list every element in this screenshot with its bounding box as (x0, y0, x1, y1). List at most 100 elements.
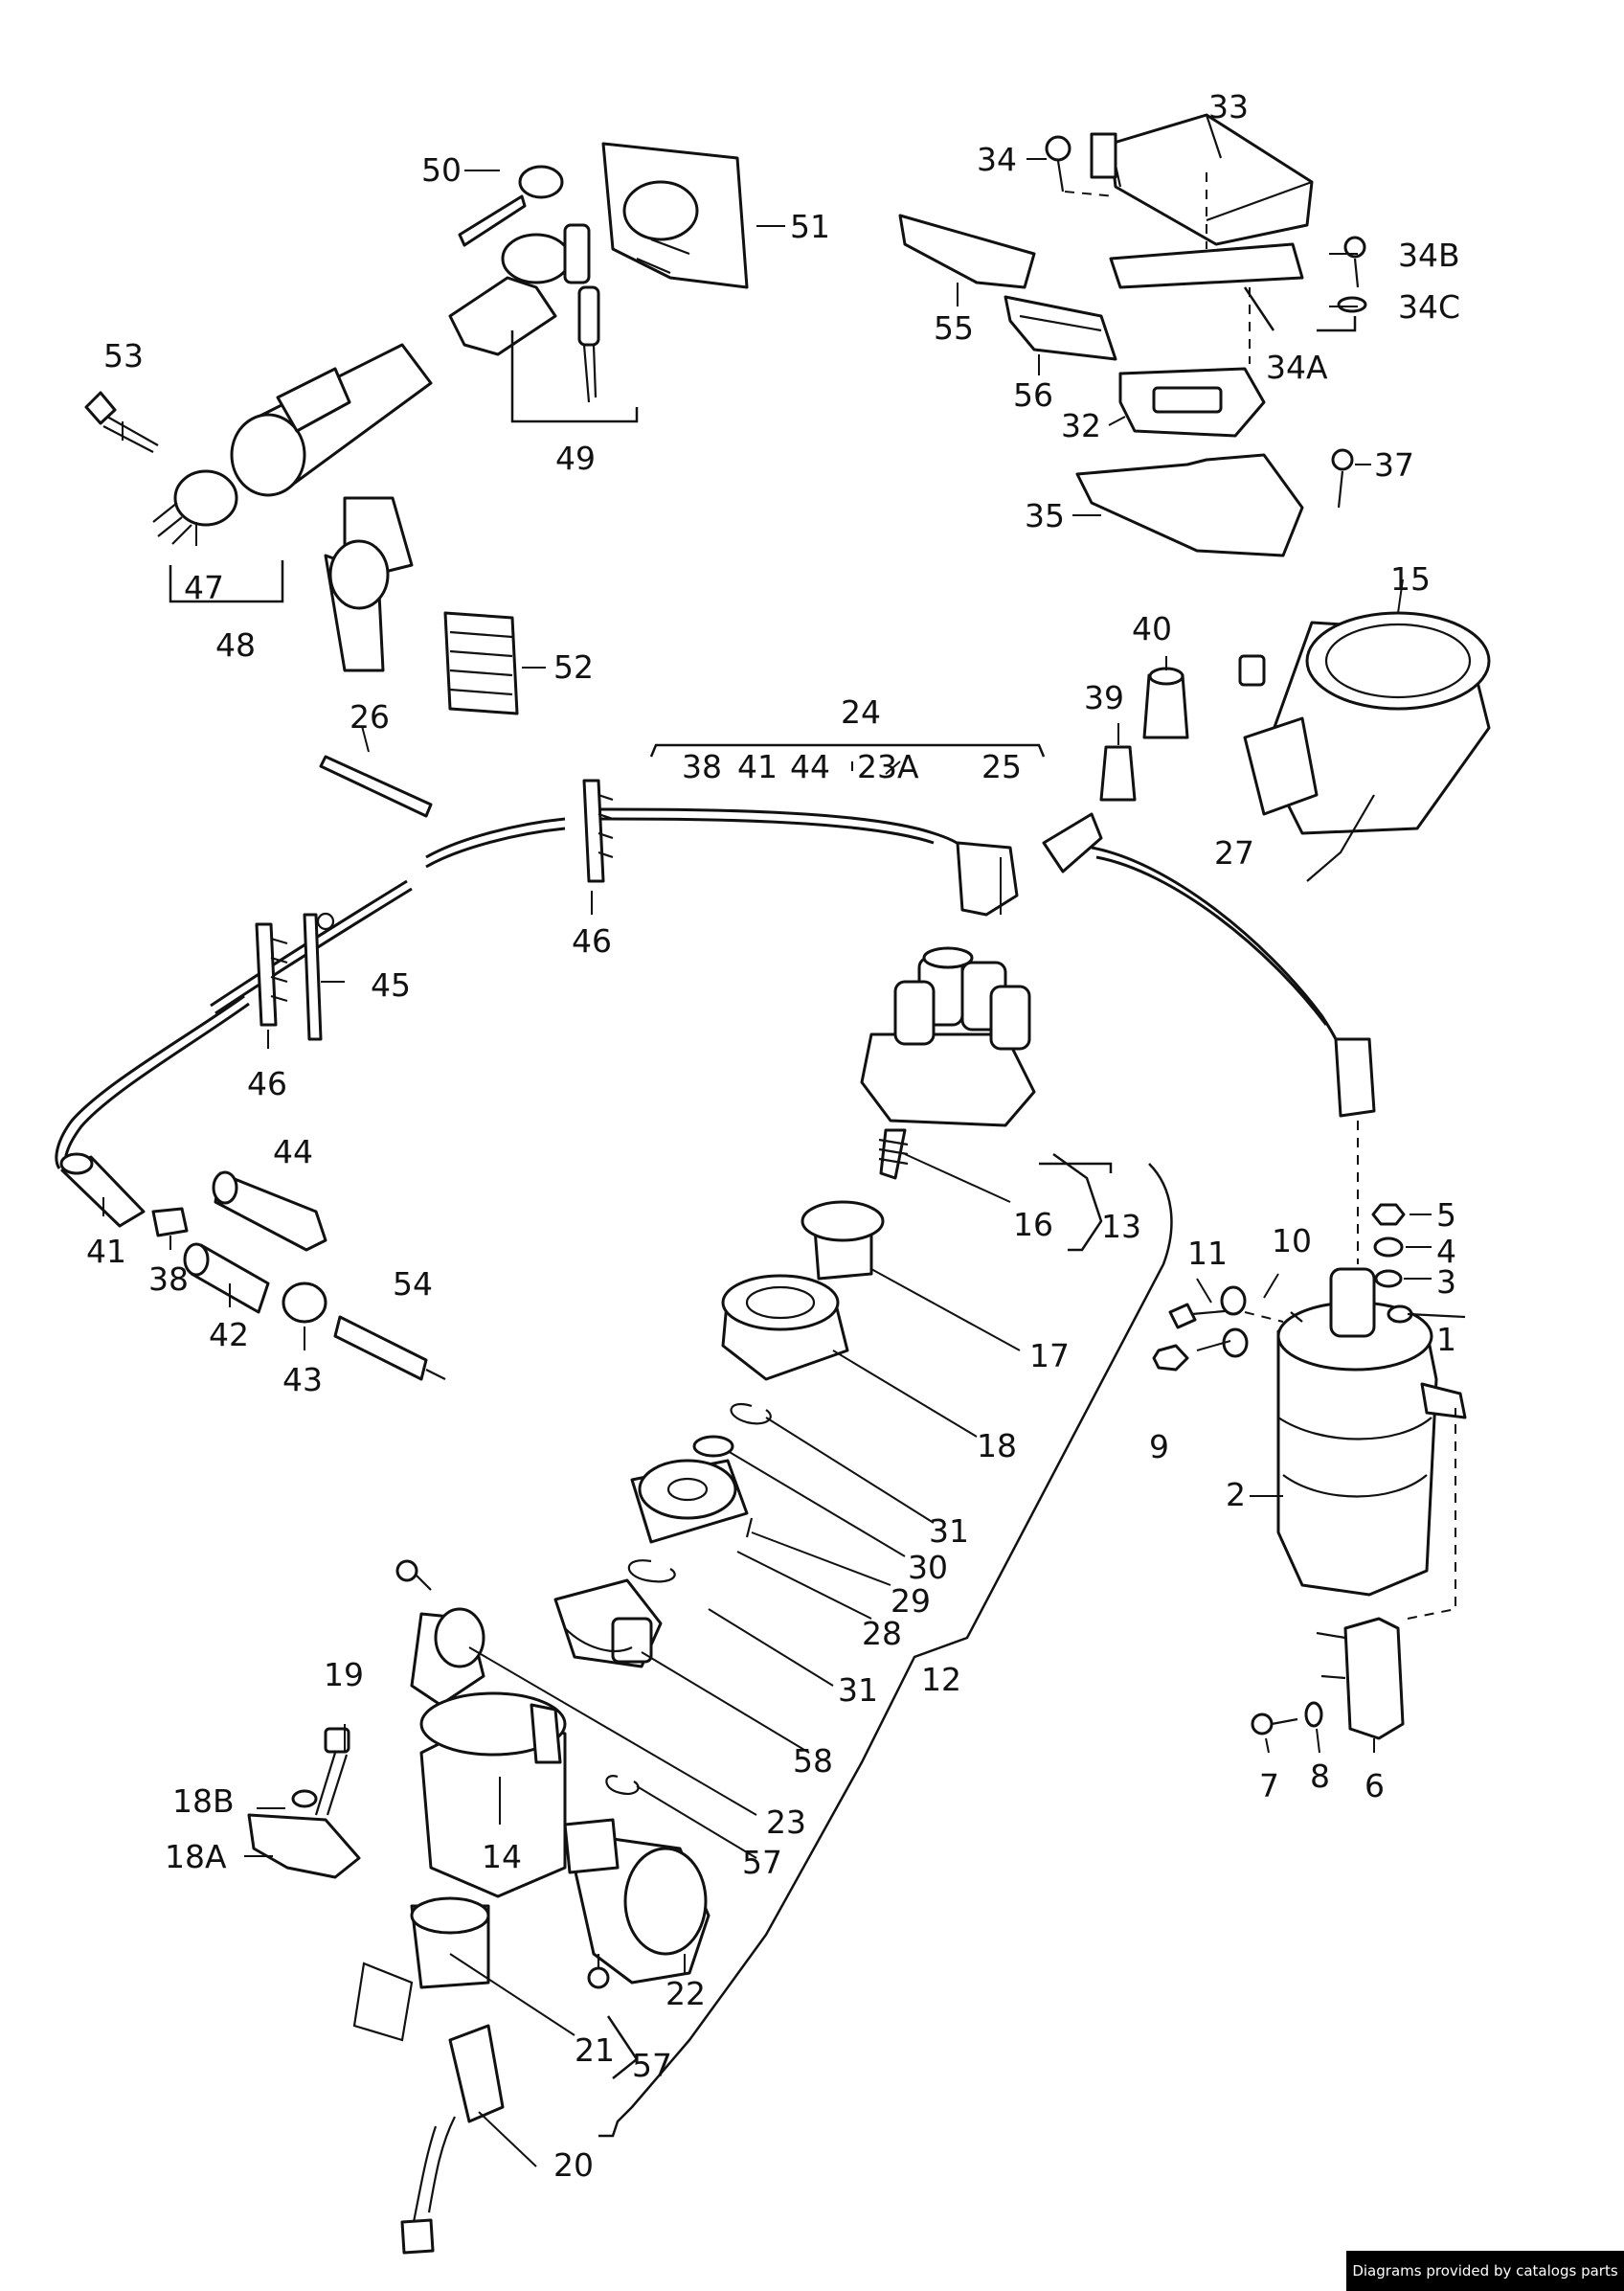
label-34B: 34B (1398, 237, 1460, 274)
bolt-11 (1168, 1303, 1236, 1329)
label-49: 49 (555, 440, 596, 477)
label-33: 33 (1208, 88, 1249, 125)
clip-38 (151, 1207, 189, 1237)
label-35: 35 (1025, 497, 1065, 534)
screw-7 (1251, 1713, 1298, 1735)
label-17: 17 (1029, 1337, 1070, 1374)
label-34C: 34C (1398, 288, 1460, 326)
ignition-switch-47 (152, 469, 238, 545)
label-11: 11 (1187, 1235, 1228, 1272)
screw-34B (1343, 236, 1366, 288)
mounting-plate-35 (1075, 453, 1304, 557)
label-57-upper: 57 (742, 1844, 782, 1881)
housing-22 (563, 1818, 710, 1985)
label-13: 13 (1101, 1208, 1141, 1245)
boot-40 (1142, 667, 1189, 739)
label-37: 37 (1374, 446, 1414, 484)
vacuum-unit-23 (395, 1559, 485, 1707)
label-20: 20 (553, 2146, 594, 2184)
label-12: 12 (921, 1661, 961, 1698)
label-44-top: 44 (790, 748, 830, 785)
label-14: 14 (482, 1838, 522, 1875)
washer-10 (1220, 1285, 1247, 1316)
label-6: 6 (1365, 1767, 1385, 1804)
label-18: 18 (977, 1427, 1017, 1464)
label-32: 32 (1061, 407, 1101, 444)
clip-39 (1099, 745, 1137, 802)
lock-cylinder-49 (448, 223, 600, 403)
circlip-31-upper (730, 1403, 772, 1425)
connector-56 (1004, 295, 1117, 361)
label-29: 29 (891, 1582, 931, 1620)
circlip-57-upper (605, 1775, 640, 1795)
screw-57-lower (587, 1954, 610, 1989)
label-58: 58 (793, 1742, 833, 1780)
screw-19 (314, 1727, 350, 1816)
lead-holder-46-upper (582, 779, 614, 883)
circlip-31-lower (627, 1559, 676, 1583)
label-46-upper: 46 (572, 922, 612, 960)
washer-18B (291, 1789, 318, 1808)
label-19: 19 (324, 1656, 364, 1693)
label-42: 42 (209, 1316, 249, 1353)
label-27: 27 (1214, 834, 1254, 872)
label-44-lower: 44 (273, 1133, 313, 1170)
label-34A: 34A (1266, 349, 1328, 386)
label-43: 43 (282, 1361, 323, 1398)
ht-lead-set-24 (55, 807, 1376, 1264)
bolt-53 (84, 391, 159, 453)
label-48: 48 (215, 626, 256, 664)
label-50: 50 (421, 151, 462, 189)
label-54: 54 (393, 1265, 433, 1303)
lead-holder-46-lower (255, 922, 288, 1027)
connector-boot-55 (898, 214, 1036, 289)
label-1: 1 (1436, 1321, 1456, 1358)
label-52: 52 (553, 648, 594, 686)
carbon-brush-16 (878, 1128, 909, 1180)
control-unit-group (898, 113, 1371, 557)
label-41-top: 41 (737, 748, 778, 785)
key-50 (458, 165, 564, 247)
label-38-lower: 38 (148, 1260, 189, 1298)
bracket-52 (443, 611, 519, 715)
label-26: 26 (350, 698, 390, 736)
label-23: 23 (766, 1803, 806, 1841)
label-23A: 23A (857, 748, 919, 785)
label-22: 22 (665, 1975, 706, 2012)
label-39: 39 (1084, 679, 1124, 716)
label-5: 5 (1436, 1196, 1456, 1234)
label-56: 56 (1013, 376, 1053, 414)
wiring-20 (400, 2024, 505, 2255)
steering-lock-body-48 (230, 343, 433, 672)
suppressor-42 (183, 1242, 270, 1314)
label-30: 30 (908, 1549, 948, 1586)
callout-labels: 50 51 53 49 47 48 52 33 34 34B 34C 55 56… (86, 88, 1460, 2184)
label-16: 16 (1013, 1206, 1053, 1243)
screw-37 (1331, 448, 1354, 509)
label-9: 9 (1149, 1428, 1169, 1465)
label-25: 25 (981, 748, 1022, 785)
label-21: 21 (575, 2031, 615, 2069)
distributor-body-14 (352, 1691, 567, 2042)
label-4: 4 (1436, 1233, 1456, 1270)
ignition-lock-group (84, 142, 785, 715)
label-10: 10 (1272, 1222, 1312, 1259)
cable-tie-26 (319, 755, 433, 818)
label-2: 2 (1226, 1476, 1246, 1513)
connector-43 (282, 1282, 327, 1324)
label-31-lower: 31 (838, 1671, 878, 1709)
label-40: 40 (1132, 610, 1172, 647)
label-45: 45 (371, 966, 411, 1004)
label-53: 53 (103, 337, 144, 374)
pin-29 (745, 1517, 754, 1538)
label-34: 34 (977, 141, 1017, 178)
washer-4 (1373, 1236, 1404, 1258)
connector-44 (212, 1170, 327, 1252)
ignition-module-6 (1316, 1617, 1405, 1740)
nut-5 (1371, 1203, 1406, 1226)
washer-8 (1304, 1701, 1323, 1728)
hall-sender-58 (553, 1578, 663, 1668)
wire-1 (1407, 1312, 1466, 1319)
label-38-top: 38 (682, 748, 722, 785)
